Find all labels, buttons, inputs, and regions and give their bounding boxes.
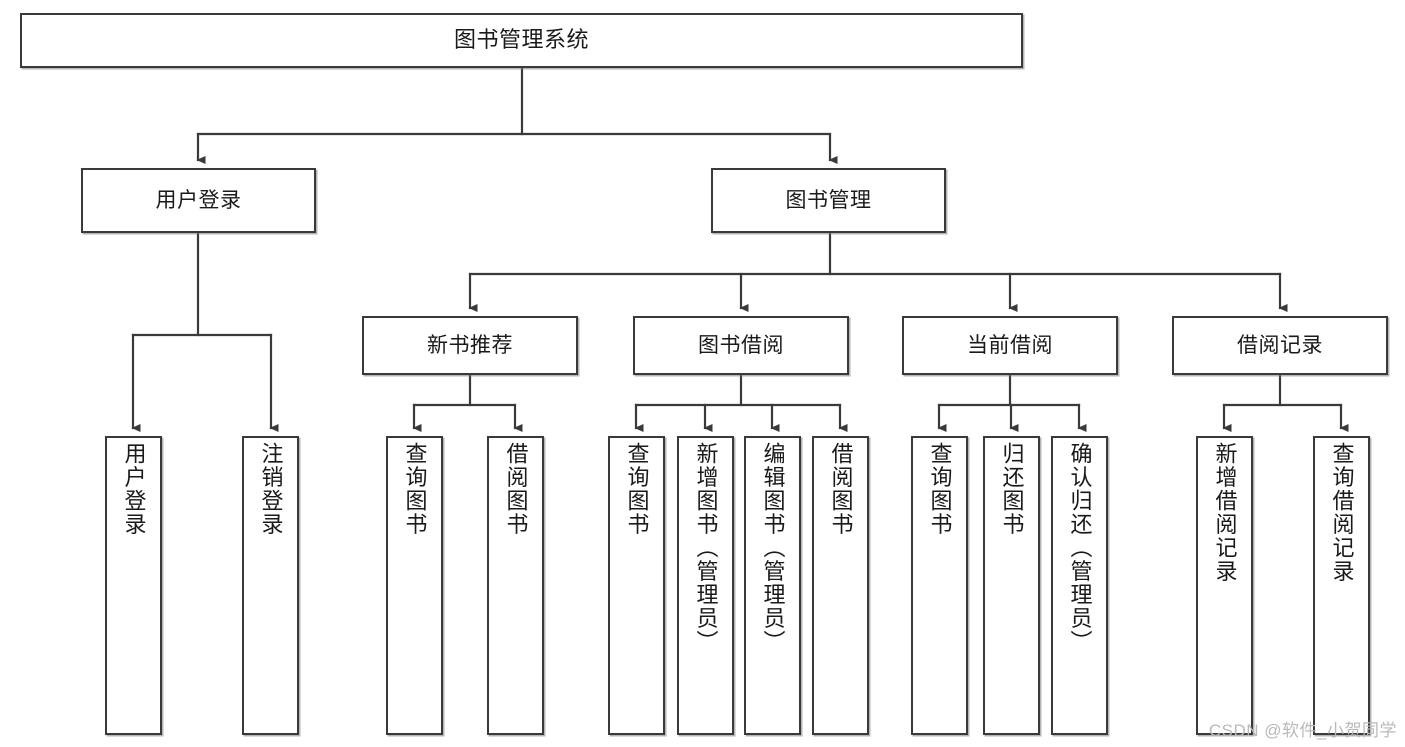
node-leaf-user-logout-label: 注销登录 xyxy=(258,442,284,536)
node-leaf-borrow-book-2-label: 借阅图书 xyxy=(828,442,854,536)
node-leaf-borrow-book-1-label: 借阅图书 xyxy=(503,442,529,536)
node-new-book-recommend[interactable]: 新书推荐 xyxy=(362,316,578,375)
node-user-login-label: 用户登录 xyxy=(155,188,242,212)
node-leaf-return-book-label: 归还图书 xyxy=(999,442,1025,536)
node-leaf-user-login-label: 用户登录 xyxy=(121,442,147,536)
node-user-login[interactable]: 用户登录 xyxy=(81,168,316,233)
node-leaf-confirm-return-label: 确认归还（管理员） xyxy=(1067,442,1093,654)
node-leaf-add-book[interactable]: 新增图书（管理员） xyxy=(677,436,734,735)
node-leaf-edit-book-label: 编辑图书（管理员） xyxy=(760,442,786,654)
node-leaf-user-logout[interactable]: 注销登录 xyxy=(242,436,299,735)
node-borrow-record-label: 借阅记录 xyxy=(1237,333,1323,357)
node-leaf-edit-book[interactable]: 编辑图书（管理员） xyxy=(744,436,801,735)
node-book-manage-label: 图书管理 xyxy=(785,188,872,212)
node-leaf-add-borrow-record-label: 新增借阅记录 xyxy=(1212,442,1238,583)
node-leaf-add-book-label: 新增图书（管理员） xyxy=(693,442,719,654)
node-borrow-record[interactable]: 借阅记录 xyxy=(1172,316,1388,375)
node-leaf-return-book[interactable]: 归还图书 xyxy=(983,436,1040,735)
node-leaf-add-borrow-record[interactable]: 新增借阅记录 xyxy=(1196,436,1253,735)
node-leaf-borrow-book-1[interactable]: 借阅图书 xyxy=(487,436,544,735)
node-new-book-recommend-label: 新书推荐 xyxy=(427,333,513,357)
node-current-borrow[interactable]: 当前借阅 xyxy=(902,316,1118,375)
node-leaf-query-borrow-record[interactable]: 查询借阅记录 xyxy=(1313,436,1370,735)
node-leaf-query-book-1[interactable]: 查询图书 xyxy=(386,436,443,735)
node-book-borrow-label: 图书借阅 xyxy=(698,333,784,357)
node-leaf-query-book-1-label: 查询图书 xyxy=(402,442,428,536)
node-leaf-query-book-2-label: 查询图书 xyxy=(624,442,650,536)
node-leaf-confirm-return[interactable]: 确认归还（管理员） xyxy=(1051,436,1108,735)
node-leaf-borrow-book-2[interactable]: 借阅图书 xyxy=(812,436,869,735)
node-root[interactable]: 图书管理系统 xyxy=(20,13,1023,68)
node-leaf-query-book-3-label: 查询图书 xyxy=(927,442,953,536)
node-current-borrow-label: 当前借阅 xyxy=(967,333,1053,357)
node-leaf-query-book-2[interactable]: 查询图书 xyxy=(608,436,665,735)
node-root-label: 图书管理系统 xyxy=(453,27,589,53)
node-book-borrow[interactable]: 图书借阅 xyxy=(633,316,849,375)
node-leaf-query-borrow-record-label: 查询借阅记录 xyxy=(1329,442,1355,583)
node-leaf-user-login[interactable]: 用户登录 xyxy=(105,436,162,735)
node-leaf-query-book-3[interactable]: 查询图书 xyxy=(911,436,968,735)
node-book-manage[interactable]: 图书管理 xyxy=(711,168,946,233)
